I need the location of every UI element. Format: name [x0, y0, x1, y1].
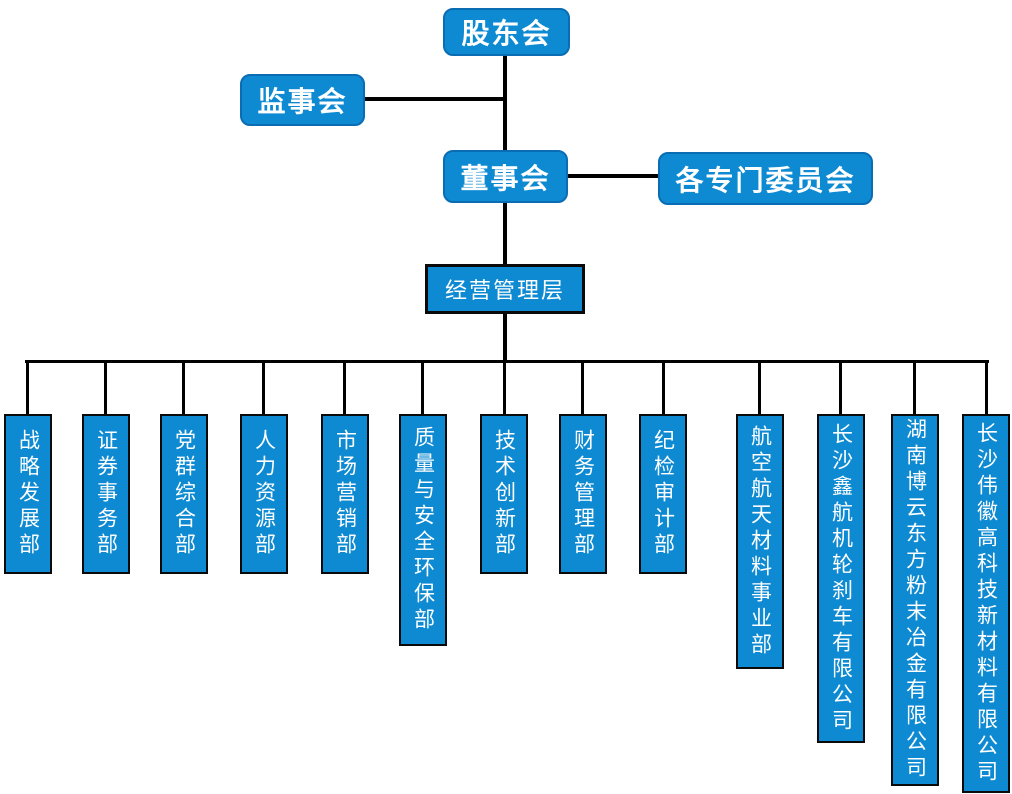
dept-node-technology-innovation: 技术创新部	[480, 414, 528, 574]
node-board-of-directors-label: 董事会	[460, 162, 551, 194]
drop-line	[758, 361, 761, 414]
drop-line	[104, 361, 107, 414]
dept-node-xinhang-wheel-brake: 长沙鑫航机轮刹车有限公司	[817, 414, 865, 743]
connector-supervisory	[364, 97, 505, 101]
drop-line	[26, 361, 29, 414]
dept-node-quality-safety-environment: 质量与安全环保部	[399, 414, 447, 646]
drop-line	[503, 361, 506, 414]
drop-line	[262, 361, 265, 414]
drop-line	[839, 361, 842, 414]
dept-node-party-mass: 党群综合部	[160, 414, 208, 574]
node-special-committees: 各专门委员会	[658, 152, 873, 205]
drop-line	[421, 361, 424, 414]
drop-line	[343, 361, 346, 414]
node-supervisory-board: 监事会	[240, 74, 365, 126]
dept-label: 证券事务部	[94, 429, 118, 559]
dept-label: 市场营销部	[333, 429, 357, 559]
drop-line	[913, 361, 916, 414]
node-supervisory-board-label: 监事会	[257, 86, 348, 117]
dept-label: 航空航天材料事业部	[748, 424, 772, 659]
dept-node-boyun-dongfang-powder: 湖南博云东方粉末冶金有限公司	[891, 414, 939, 786]
connector-management-bus	[503, 312, 507, 362]
drop-line	[182, 361, 185, 414]
dept-node-strategic-development: 战略发展部	[4, 414, 52, 574]
dept-node-financial-management: 财务管理部	[559, 414, 607, 574]
dept-node-marketing: 市场营销部	[321, 414, 369, 574]
node-management: 经营管理层	[425, 264, 585, 314]
dept-label: 质量与安全环保部	[411, 426, 435, 634]
drop-line	[662, 361, 665, 414]
dept-label: 长沙伟徽高科技新材料有限公司	[974, 421, 998, 786]
dept-label: 纪检审计部	[651, 429, 675, 559]
drop-line	[985, 361, 988, 414]
dept-node-securities-affairs: 证券事务部	[82, 414, 130, 574]
dept-node-weihui-hitech-materials: 长沙伟徽高科技新材料有限公司	[962, 414, 1010, 793]
dept-label: 战略发展部	[16, 429, 40, 559]
node-management-label: 经营管理层	[444, 278, 565, 303]
dept-label: 财务管理部	[571, 429, 595, 559]
node-board-of-directors: 董事会	[443, 150, 568, 203]
drop-line	[581, 361, 584, 414]
dept-node-discipline-audit: 纪检审计部	[639, 414, 687, 574]
dept-node-aerospace-materials: 航空航天材料事业部	[736, 414, 784, 669]
node-shareholders-label: 股东会	[461, 18, 552, 49]
connector-committees	[567, 174, 660, 178]
dept-label: 湖南博云东方粉末冶金有限公司	[903, 418, 927, 782]
node-special-committees-label: 各专门委员会	[675, 164, 856, 196]
distribution-line	[25, 360, 989, 363]
node-shareholders: 股东会	[443, 8, 570, 56]
dept-label: 人力资源部	[252, 429, 276, 559]
connector-board-management	[503, 201, 507, 266]
dept-node-human-resources: 人力资源部	[240, 414, 288, 574]
dept-label: 长沙鑫航机轮刹车有限公司	[829, 422, 853, 735]
connector-shareholders-board	[503, 54, 507, 152]
dept-label: 技术创新部	[492, 429, 516, 559]
dept-label: 党群综合部	[172, 429, 196, 559]
